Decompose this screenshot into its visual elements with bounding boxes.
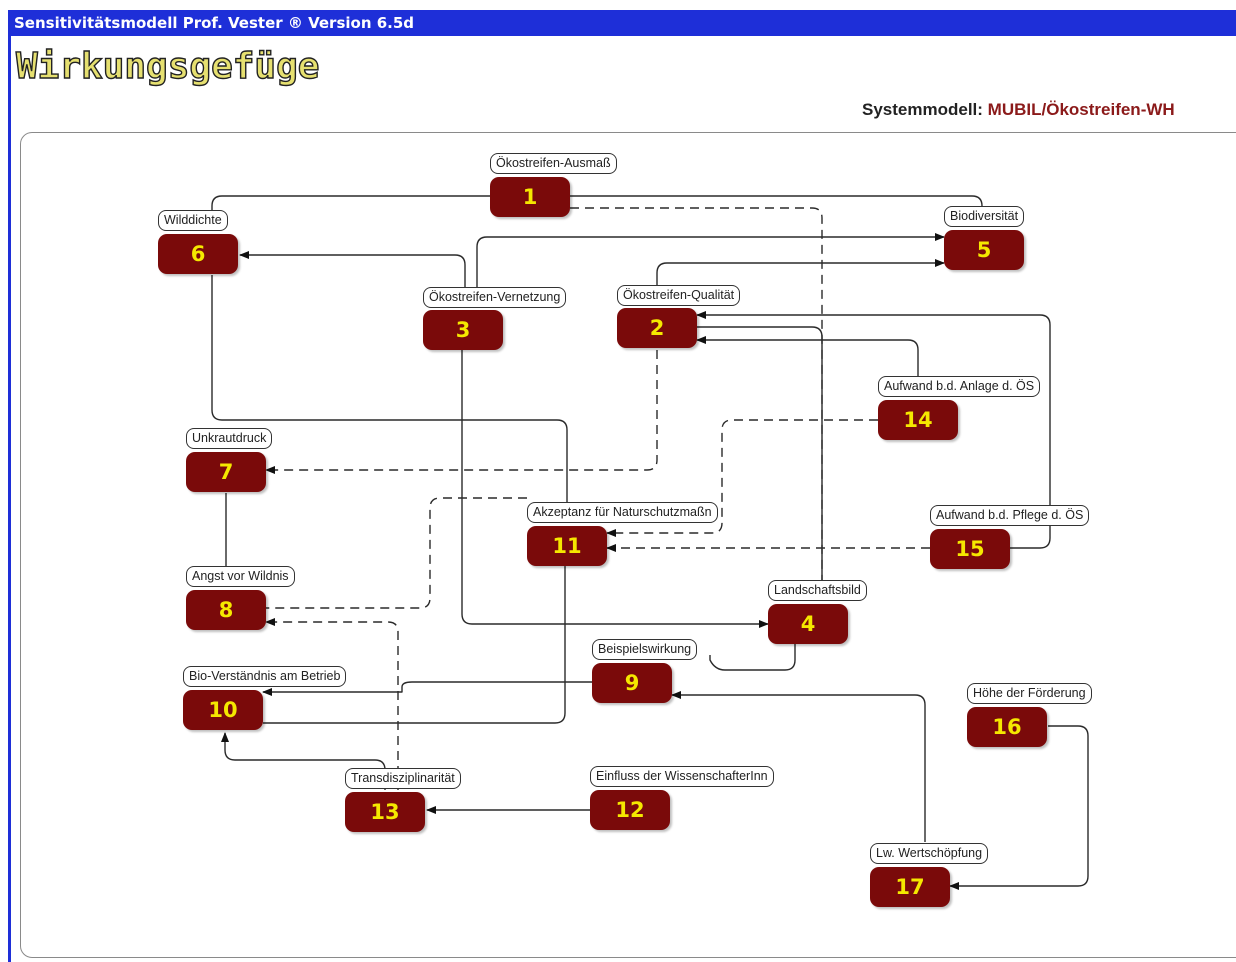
edge-16-17 (949, 725, 1089, 890)
node-1[interactable]: 1 (490, 177, 570, 217)
node-label-16: Höhe der Förderung (967, 683, 1092, 704)
node-12[interactable]: 12 (590, 790, 670, 830)
node-label-2: Ökostreifen-Qualität (617, 285, 741, 306)
edge-15-2 (696, 311, 1051, 549)
node-label-8: Angst vor Wildnis (186, 566, 295, 587)
edge-9-10 (262, 681, 592, 696)
node-label-5: Biodiversität (944, 206, 1025, 227)
node-label-6: Wilddichte (158, 210, 228, 231)
edge-3-5 (476, 233, 945, 290)
node-16[interactable]: 16 (967, 707, 1047, 747)
node-9[interactable]: 9 (592, 663, 672, 703)
page-title: Wirkungsgefüge (15, 45, 320, 87)
node-label-4: Landschaftsbild (768, 580, 867, 601)
system-model-info: Systemmodell: MUBIL/Ökostreifen-WH (862, 100, 1175, 120)
node-label-17: Lw. Wertschöpfung (870, 843, 989, 864)
node-11[interactable]: 11 (527, 526, 607, 566)
node-label-9: Beispielswirkung (592, 639, 698, 660)
window-title: Sensitivitätsmodell Prof. Vester ® Versi… (14, 14, 415, 32)
system-model-name: MUBIL (987, 100, 1042, 119)
edge-6-11 (211, 275, 568, 505)
edge-3-6 (239, 251, 466, 290)
edge-14-11-dashed (606, 419, 878, 537)
node-4[interactable]: 4 (768, 604, 848, 644)
node-label-12: Einfluss der WissenschafterInn (590, 766, 774, 787)
edge-2-7-dashed (265, 350, 658, 474)
node-6[interactable]: 6 (158, 234, 238, 274)
edge-11-8-dashed (266, 497, 527, 609)
edge-4-9 (709, 644, 796, 671)
edge-2-5 (656, 259, 945, 288)
node-5[interactable]: 5 (944, 230, 1024, 270)
node-label-14: Aufwand b.d. Anlage d. ÖS (878, 376, 1041, 397)
node-17[interactable]: 17 (870, 867, 950, 907)
edge-14-2 (696, 336, 919, 380)
edge-13-10 (221, 732, 386, 790)
node-14[interactable]: 14 (878, 400, 958, 440)
edge-11-10 (263, 558, 569, 724)
node-15[interactable]: 15 (930, 529, 1010, 569)
window-left-border (8, 36, 11, 962)
edge-1-6 (211, 195, 490, 212)
edge-13-8-dashed (265, 618, 399, 790)
node-label-11: Akzeptanz für Naturschutzmaßn (527, 502, 718, 523)
node-3[interactable]: 3 (423, 310, 503, 350)
edge-4-2 (697, 326, 823, 580)
node-label-15: Aufwand b.d. Pflege d. ÖS (930, 505, 1090, 526)
node-8[interactable]: 8 (186, 590, 266, 630)
node-label-1: Ökostreifen-Ausmaß (490, 153, 617, 174)
edge-1-4-dashed (570, 207, 823, 580)
node-label-10: Bio-Verständnis am Betrieb (183, 666, 347, 687)
node-13[interactable]: 13 (345, 792, 425, 832)
node-10[interactable]: 10 (183, 690, 263, 730)
node-2[interactable]: 2 (617, 308, 697, 348)
node-label-13: Transdisziplinarität (345, 768, 461, 789)
node-label-7: Unkrautdruck (186, 428, 273, 449)
edge-1-5 (570, 195, 983, 210)
system-model-variant: /Ökostreifen-WH (1041, 100, 1175, 119)
window-title-bar: Sensitivitätsmodell Prof. Vester ® Versi… (8, 10, 1236, 36)
system-model-label: Systemmodell: (862, 100, 983, 119)
edge-3-4 (461, 350, 769, 628)
node-label-3: Ökostreifen-Vernetzung (423, 287, 567, 308)
edge-17-9 (671, 691, 926, 842)
node-7[interactable]: 7 (186, 452, 266, 492)
